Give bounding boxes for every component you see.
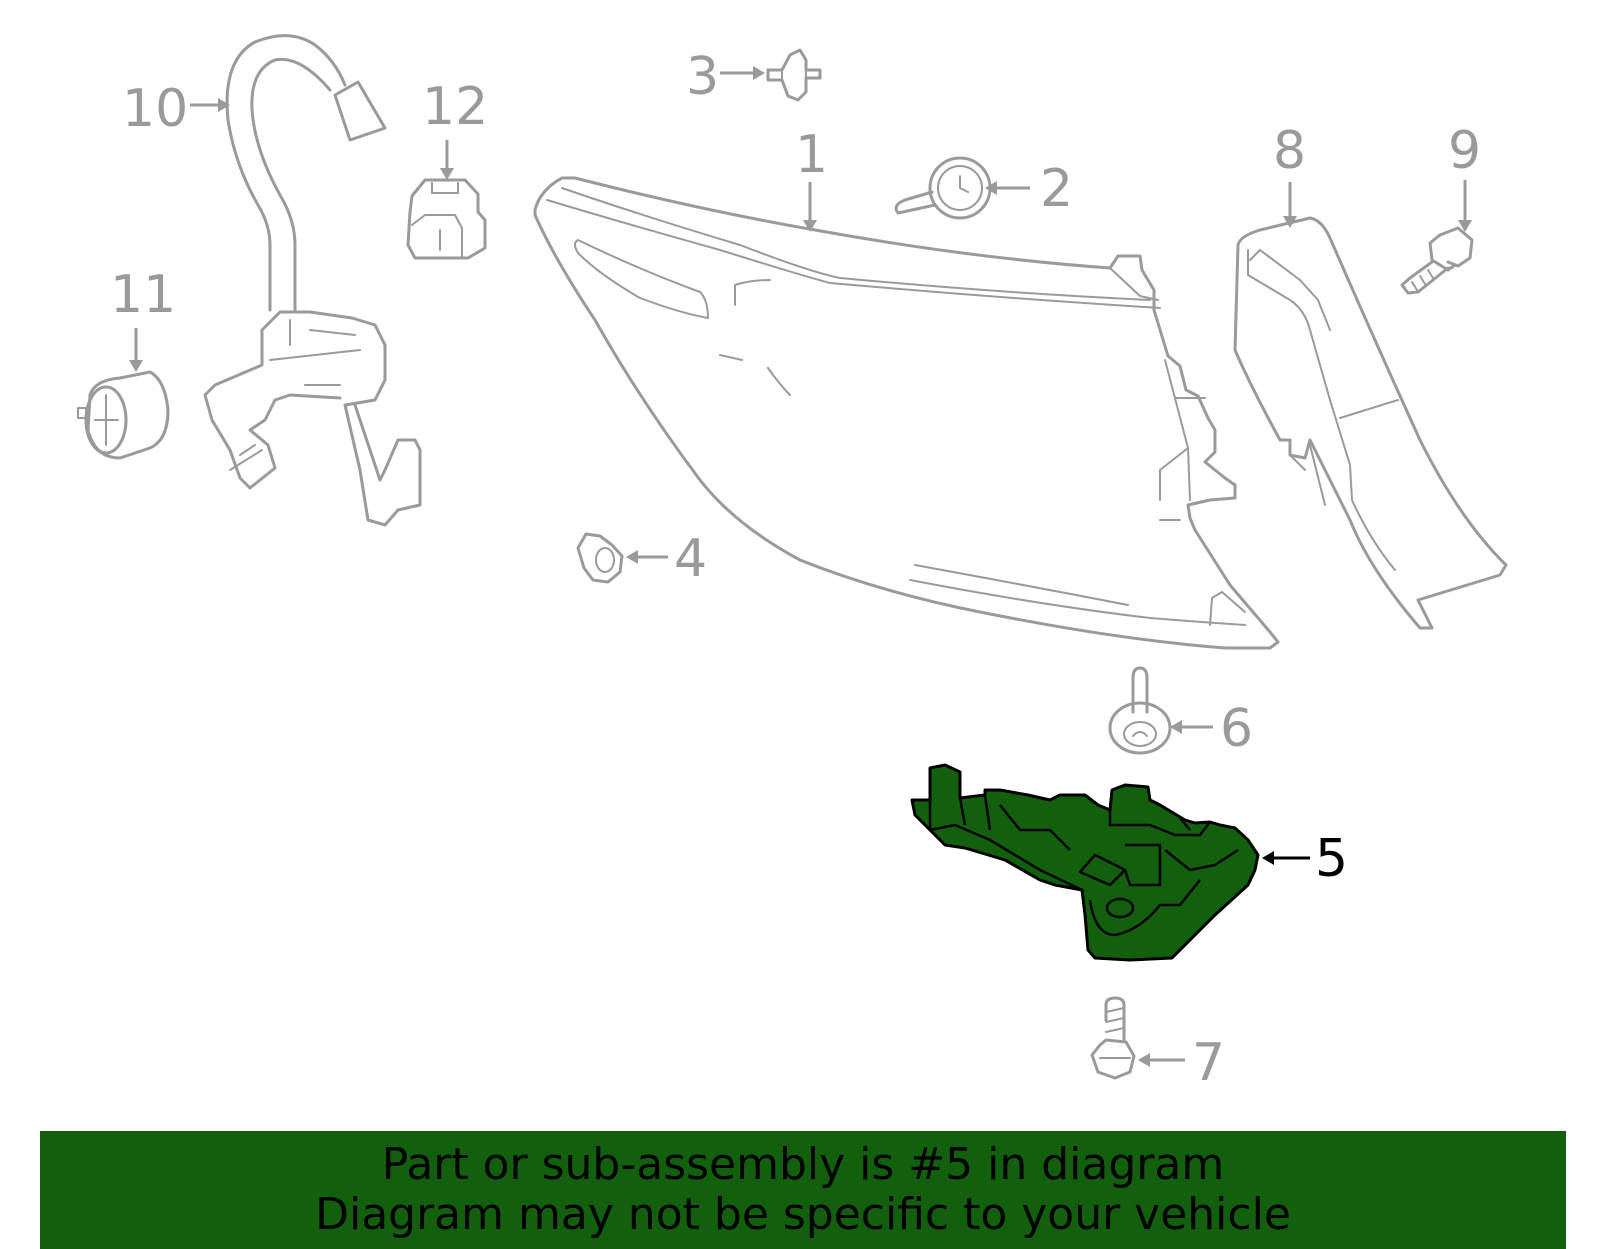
callout-labels: 1 2 3 4 5 6 7 8 9 10 11 12 [110,47,1481,1093]
callout-6: 6 [1220,699,1253,759]
callout-9: 9 [1448,121,1481,181]
part-1-tail-lamp-assembly[interactable] [533,176,1280,650]
banner-line-part-number: Part or sub-assembly is #5 in diagram [381,1139,1225,1190]
callout-11: 11 [110,265,176,325]
part-5-bracket-highlighted[interactable] [910,763,1260,962]
part-11-bulb[interactable] [77,370,170,460]
part-notice-banner: Part or sub-assembly is #5 in diagram Di… [40,1131,1566,1249]
callout-7: 7 [1192,1033,1225,1093]
part-6-screw[interactable] [1108,666,1172,755]
part-10-wire-harness[interactable] [203,34,422,527]
callout-5: 5 [1315,829,1348,889]
callout-12: 12 [422,77,488,137]
part-12-retainer-clip[interactable] [406,178,487,260]
part-4-nut[interactable] [576,532,624,584]
part-8-garnish-trim[interactable] [1233,216,1508,630]
callout-2: 2 [1040,159,1073,219]
part-3-pin-fastener[interactable] [766,48,822,102]
callout-10: 10 [122,79,188,139]
banner-line-disclaimer: Diagram may not be specific to your vehi… [315,1189,1291,1240]
part-7-bolt[interactable] [1090,996,1136,1080]
callout-4: 4 [674,529,707,589]
callout-8: 8 [1273,121,1306,181]
part-9-bolt[interactable] [1400,226,1474,295]
part-2-screw[interactable] [894,156,992,220]
callout-1: 1 [795,125,828,185]
callout-arrows [129,66,1472,1067]
callout-3: 3 [686,47,719,107]
